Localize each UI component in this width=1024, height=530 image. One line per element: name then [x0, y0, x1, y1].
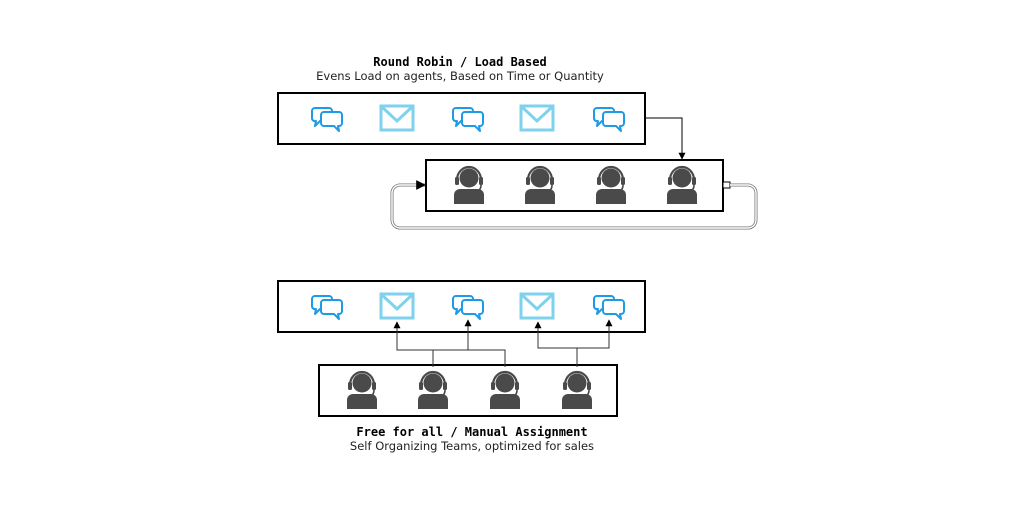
- round-robin-subtitle: Evens Load on agents, Based on Time or Q…: [316, 69, 604, 83]
- free-for-all-title: Free for all / Manual Assignment: [356, 425, 588, 439]
- pick-arrow: [534, 321, 578, 367]
- pick-arrow: [577, 319, 613, 349]
- round-robin-loop-arrow: [391, 180, 757, 229]
- mail-icon: [379, 104, 415, 132]
- mail-icon: [379, 292, 415, 320]
- round-robin-title: Round Robin / Load Based: [373, 55, 547, 69]
- mail-icon: [519, 104, 555, 132]
- pick-arrow: [468, 349, 506, 367]
- mail-icon: [519, 292, 555, 320]
- dispatch-arrow: [645, 117, 686, 160]
- free-for-all-subtitle: Self Organizing Teams, optimized for sal…: [349, 439, 595, 453]
- pick-arrow: [393, 321, 434, 367]
